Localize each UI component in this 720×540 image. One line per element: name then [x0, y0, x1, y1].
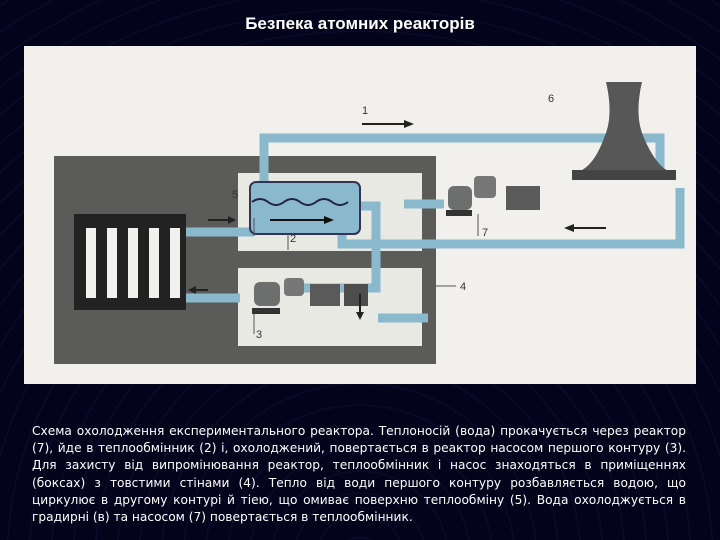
label-4: 4 — [460, 281, 466, 293]
fuel-rods — [86, 228, 180, 298]
primary-pump — [252, 278, 368, 314]
cooling-tower — [578, 82, 670, 172]
label-7: 7 — [482, 227, 488, 239]
label-1: 1 — [362, 105, 368, 117]
pump-box — [238, 268, 422, 346]
diagram-caption: Схема охолодження експериментального реа… — [32, 424, 686, 525]
label-6: 6 — [548, 93, 554, 105]
cooling-diagram: 1 2 3 4 5 6 7 — [24, 46, 696, 384]
diagram-svg: 1 2 3 4 5 6 7 — [54, 82, 685, 364]
secondary-pump — [446, 176, 540, 216]
label-3: 3 — [256, 329, 262, 341]
slide-title: Безпека атомних реакторів — [245, 14, 475, 33]
flow-arrows — [196, 123, 606, 312]
cooling-tower-base — [572, 170, 676, 180]
leader-lines — [253, 214, 479, 334]
label-2: 2 — [290, 233, 296, 245]
water-surface-wave — [251, 198, 349, 206]
heat-exchanger — [249, 181, 361, 235]
label-5: 5 — [232, 189, 238, 201]
